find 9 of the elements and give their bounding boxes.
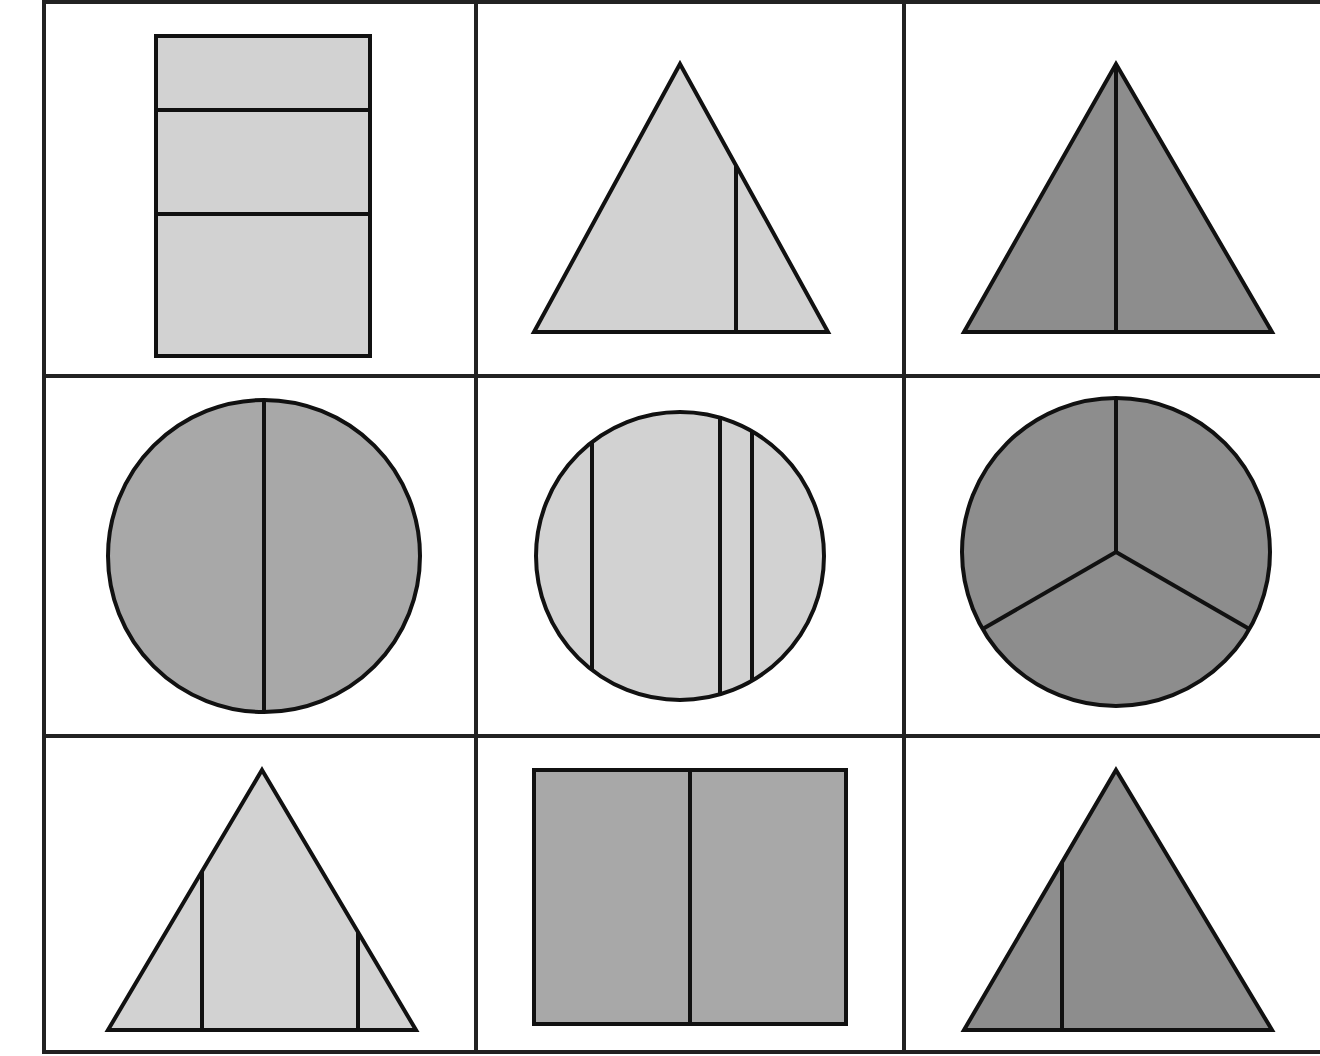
divided-rectangle: [532, 768, 848, 1026]
divided-triangle: [960, 60, 1276, 334]
divided-triangle: [104, 766, 420, 1032]
divided-triangle: [530, 59, 832, 334]
divided-rectangle: [154, 34, 372, 358]
divided-circle: [106, 398, 422, 714]
divided-circle: [534, 410, 826, 702]
divided-triangle: [960, 766, 1276, 1032]
divided-circle: [960, 396, 1272, 708]
